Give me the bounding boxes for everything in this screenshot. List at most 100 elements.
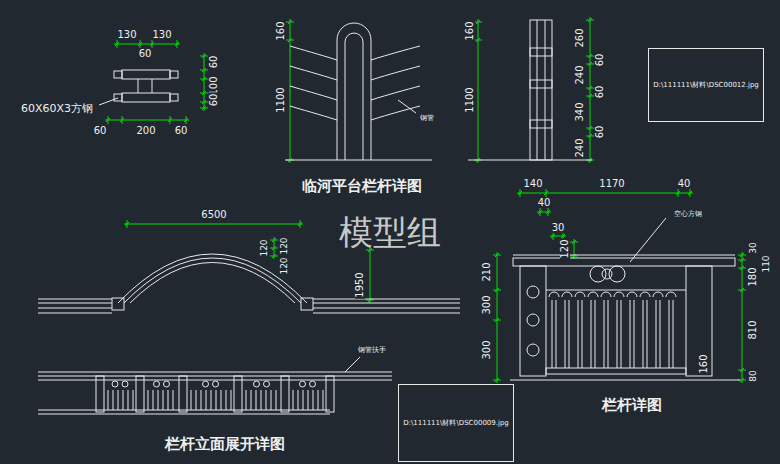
railing-elevation	[38, 410, 330, 411]
dimension-line	[740, 288, 744, 292]
dimension-line	[688, 191, 692, 195]
dimension: 30	[749, 241, 758, 254]
railing-post	[337, 23, 371, 160]
part-name: 空心方钢	[673, 211, 703, 218]
square-tube-detail	[122, 93, 170, 102]
railing-elevation	[251, 390, 252, 410]
dimension-line	[120, 118, 124, 122]
dimension-line	[298, 222, 302, 226]
square-tube-detail	[138, 79, 139, 93]
railing-detail	[669, 300, 670, 368]
dimension-line	[590, 17, 591, 163]
railing-elevation	[226, 390, 227, 410]
railing-elevation	[201, 390, 202, 410]
arch-plan	[130, 263, 295, 304]
dimension-line	[588, 86, 592, 90]
railing-elevation	[96, 376, 104, 412]
dimension: 60	[209, 93, 219, 108]
railing-detail	[621, 300, 622, 368]
railing-detail	[660, 300, 661, 368]
dimension-line	[115, 42, 119, 46]
square-tube-detail	[99, 98, 118, 105]
railing-detail	[565, 300, 566, 368]
railing-detail	[582, 300, 583, 368]
railing-elevation	[216, 390, 217, 410]
railing-detail	[602, 269, 612, 279]
railing-elevation	[345, 357, 360, 372]
railing-elevation	[293, 390, 294, 410]
railing-side-view	[545, 20, 546, 160]
dimension: 60	[595, 125, 605, 140]
image-reference-box: D:\111111\材料\DSC00012.jpg	[648, 48, 764, 122]
railing-elevation	[38, 357, 392, 414]
railing-post	[345, 33, 363, 160]
dimension: 40	[677, 179, 692, 189]
railing-elevation	[38, 376, 392, 377]
drawing-title: 栏杆详图	[601, 398, 663, 413]
railing-detail	[630, 218, 666, 262]
railing-elevation	[153, 390, 154, 410]
railing-detail	[630, 300, 631, 368]
dimension-line	[495, 318, 499, 322]
dimension: 30	[551, 223, 566, 233]
dimension-line	[740, 378, 744, 382]
dimension: 140	[522, 179, 543, 189]
dimension-line	[272, 238, 276, 242]
arch-plan	[301, 298, 313, 310]
railing-elevation	[154, 381, 160, 387]
railing-elevation	[231, 390, 232, 410]
railing-elevation	[148, 390, 149, 410]
dimension-line	[561, 234, 565, 238]
railing-elevation	[310, 381, 316, 387]
railing-elevation	[173, 390, 174, 410]
railing-elevation	[261, 390, 262, 410]
dimension-line	[168, 118, 172, 122]
dimension-line	[114, 44, 180, 45]
railing-side-view	[530, 20, 552, 160]
part-name: 60X60X3方钢	[20, 103, 94, 114]
dimension-line	[272, 254, 276, 258]
railing-elevation	[234, 376, 242, 412]
railing-elevation	[221, 390, 222, 410]
railing-elevation	[113, 390, 114, 410]
railing-detail	[546, 368, 686, 374]
watermark: 模型组	[338, 215, 442, 249]
railing-detail	[527, 314, 539, 326]
railing-elevation	[128, 390, 129, 410]
railing-elevation	[136, 376, 144, 412]
file-path: D:\111111\材料\DSC00012.jpg	[653, 80, 759, 90]
railing-side-view	[468, 160, 592, 161]
dimension-line	[202, 91, 206, 95]
arch-plan	[313, 299, 460, 300]
dimension: 300	[482, 294, 492, 315]
dimension-line	[588, 62, 592, 66]
railing-elevation	[318, 390, 319, 410]
railing-detail	[562, 292, 572, 297]
part-name: 钢管扶手	[357, 347, 387, 354]
dimension-line	[272, 246, 276, 250]
arch-plan	[38, 254, 460, 313]
square-tube-detail	[114, 94, 122, 101]
railing-detail	[575, 292, 585, 297]
dimension-line	[288, 20, 292, 24]
dimension-line	[175, 42, 179, 46]
railing-detail	[673, 300, 674, 368]
dimension-line	[202, 54, 206, 58]
railing-elevation	[191, 390, 192, 410]
railing-elevation	[38, 372, 392, 373]
dimension-line	[495, 253, 499, 257]
railing-elevation	[211, 390, 212, 410]
railing-post	[290, 66, 337, 80]
dimension-line	[124, 224, 303, 225]
railing-detail	[513, 255, 735, 256]
railing-post	[371, 86, 420, 100]
railing-side-view	[530, 48, 552, 56]
railing-detail	[569, 300, 570, 368]
dimension-line	[572, 240, 576, 244]
railing-elevation	[158, 390, 159, 410]
railing-detail	[595, 300, 596, 368]
dimension-line	[495, 288, 499, 292]
railing-post	[371, 106, 420, 120]
dimension-line	[544, 191, 548, 195]
railing-elevation	[323, 390, 324, 410]
